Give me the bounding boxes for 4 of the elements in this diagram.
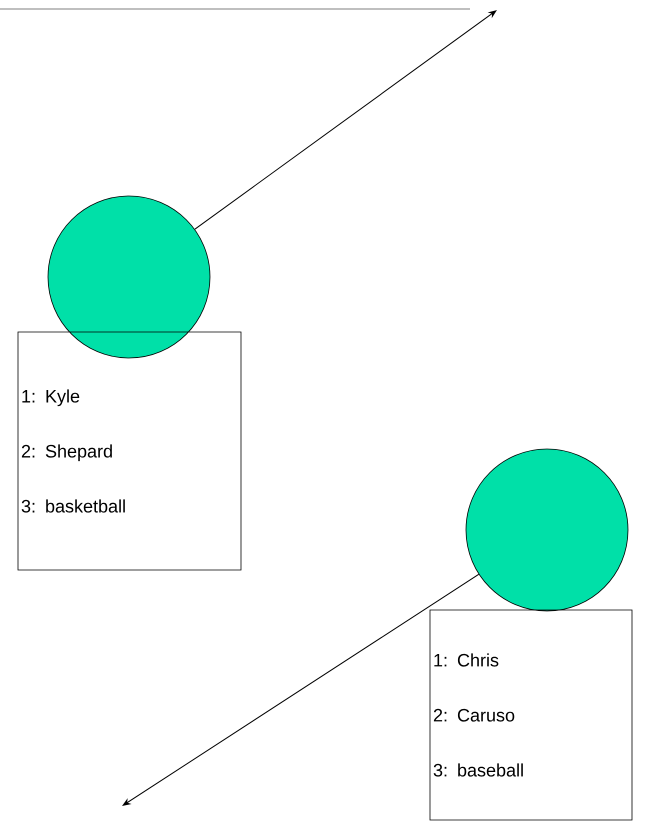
- list-box: 1: Kyle 2: Shepard 3: basketball: [18, 332, 242, 570]
- list-box: 1: Chris 2: Caruso 3: baseball: [430, 610, 632, 820]
- circle: [48, 196, 210, 358]
- circle: [466, 448, 628, 612]
